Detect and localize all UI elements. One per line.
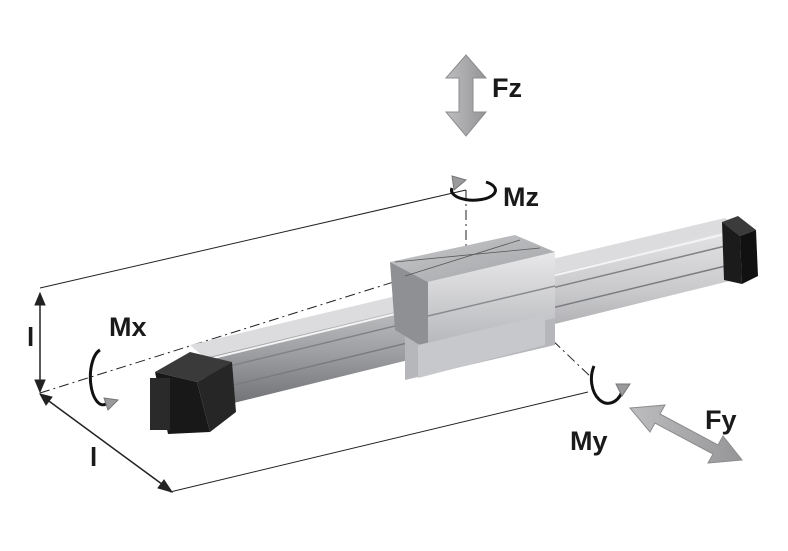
- right-end-cap: [722, 216, 758, 284]
- diagonal-dimension-line: [41, 395, 171, 491]
- carriage-lower-block: [418, 315, 545, 378]
- carriage-seam: [427, 285, 556, 317]
- mz-arrowhead: [451, 175, 468, 191]
- my-rotation-icon: [589, 365, 631, 405]
- my-arrowhead: [615, 383, 631, 397]
- mz-label: Mz: [503, 182, 539, 212]
- diagonal-dim-arrow-end: [157, 479, 174, 493]
- right-cap-side: [740, 230, 758, 284]
- mx-rotation-icon: [88, 348, 120, 411]
- left-end-cap: [150, 352, 236, 434]
- horizontal-length-label: l: [90, 442, 98, 472]
- diagonal-dim-arrow-start: [39, 393, 53, 406]
- my-arc: [589, 365, 624, 405]
- mz-arc: [449, 180, 497, 202]
- right-cap-front: [722, 222, 742, 284]
- vertical-length-label: l: [27, 322, 35, 352]
- fz-label: Fz: [492, 73, 522, 103]
- carriage-diag-1: [394, 247, 541, 263]
- carriage-left-side: [390, 262, 428, 350]
- left-cap-side: [197, 362, 236, 432]
- carriage-top: [390, 235, 555, 282]
- left-cap-top: [155, 352, 232, 382]
- left-cap-plate: [150, 378, 170, 430]
- vertical-dim-arrow-bottom: [34, 379, 46, 394]
- top-dimension-line: [39, 189, 467, 289]
- bottom-dimension-line: [169, 391, 589, 493]
- mx-arc: [88, 348, 107, 407]
- my-label: My: [570, 426, 608, 456]
- mx-label: Mx: [109, 312, 147, 342]
- carriage: [390, 235, 556, 380]
- fz-arrow-shape: [444, 54, 488, 137]
- carriage-diag-2: [404, 239, 521, 277]
- mx-arrowhead: [103, 397, 120, 411]
- mz-rotation-icon: [449, 175, 497, 202]
- right-cap-top: [722, 216, 756, 236]
- fz-arrow: [444, 54, 488, 137]
- vertical-dim-arrow-top: [34, 291, 46, 306]
- fy-label: Fy: [705, 405, 737, 435]
- fy-arrow: [629, 404, 743, 464]
- fy-arrow-shape: [629, 404, 743, 464]
